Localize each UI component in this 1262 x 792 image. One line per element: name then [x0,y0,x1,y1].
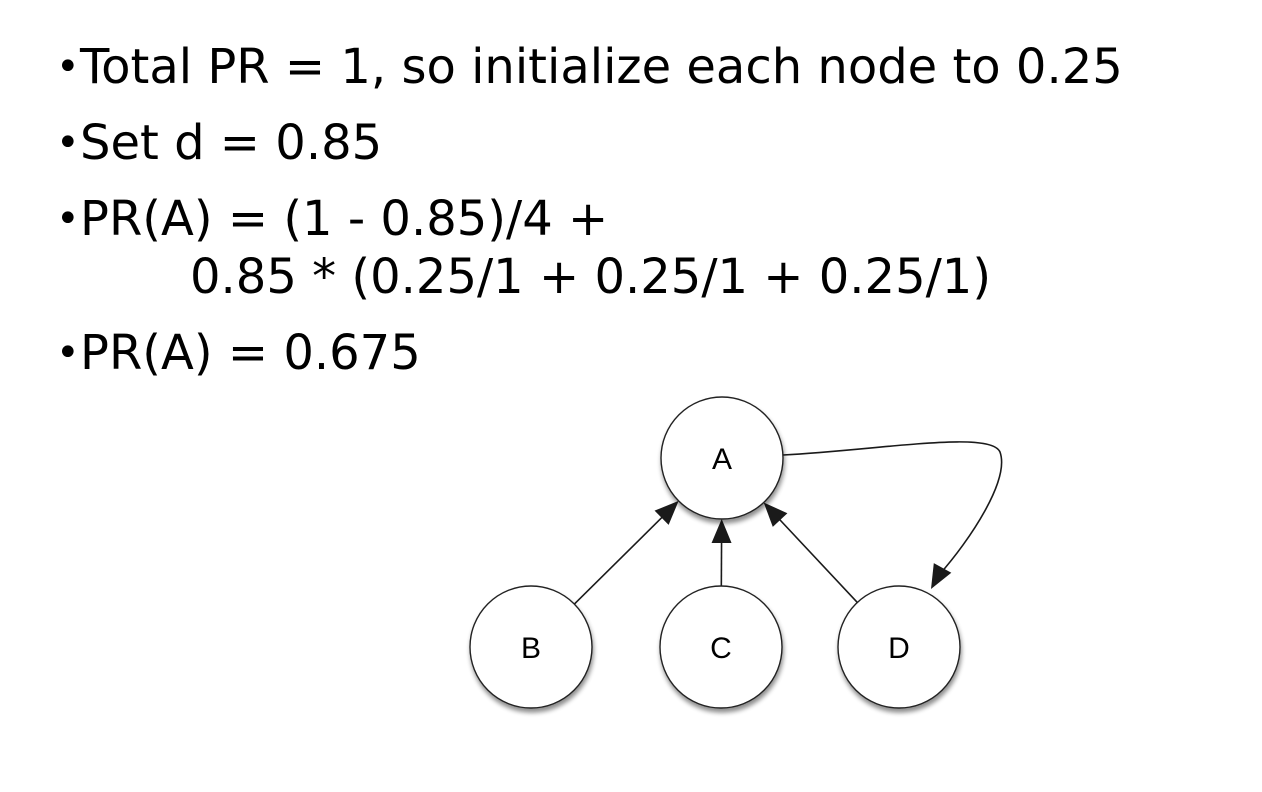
bullet-marker: • [56,44,80,90]
bullet-text: PR(A) = 0.675 [80,325,421,381]
node-label: D [888,632,910,665]
node-a: A [660,396,784,520]
edge-d-to-a-line [776,516,858,604]
edge-b-to-a-line [573,514,665,605]
edge-d-to-a-arrowhead [763,502,788,527]
edges [573,441,1003,605]
node-circle [837,585,961,709]
edge-a-to-d [782,441,1003,589]
bullet-text: Total PR = 1, so initialize each node to… [80,39,1123,95]
edge-c-to-a [711,518,732,587]
bullet-set-d: • Set d = 0.85 [56,114,1206,172]
node-circle [469,585,593,709]
bullet-list: • Total PR = 1, so initialize each node … [56,38,1206,400]
bullet-marker: • [56,120,80,166]
bullet-total-pr: • Total PR = 1, so initialize each node … [56,38,1206,96]
edge-a-to-d-arrowhead [931,563,952,589]
node-circle [659,585,783,709]
node-circle [660,396,784,520]
edge-b-to-a [573,500,679,605]
nodes: A B C D [469,396,961,709]
bullet-marker: • [56,330,80,376]
node-label: B [521,632,541,665]
bullet-text: Set d = 0.85 [80,115,383,171]
bullet-marker: • [56,196,80,242]
bullet-pr-formula: • PR(A) = (1 - 0.85)/4 + 0.85 * (0.25/1 … [56,190,1206,306]
bullet-pr-result: • PR(A) = 0.675 [56,324,1206,382]
node-label: A [712,443,732,476]
bullet-text: PR(A) = (1 - 0.85)/4 + [80,191,609,247]
edge-d-to-a [763,502,858,604]
node-d: D [837,585,961,709]
node-c: C [659,585,783,709]
edge-a-to-d-line [782,441,1003,576]
node-label: C [710,632,732,665]
edge-c-to-a-arrowhead [711,518,732,544]
node-b: B [469,585,593,709]
bullet-continuation: 0.85 * (0.25/1 + 0.25/1 + 0.25/1) [190,249,992,305]
edge-b-to-a-arrowhead [654,500,679,525]
